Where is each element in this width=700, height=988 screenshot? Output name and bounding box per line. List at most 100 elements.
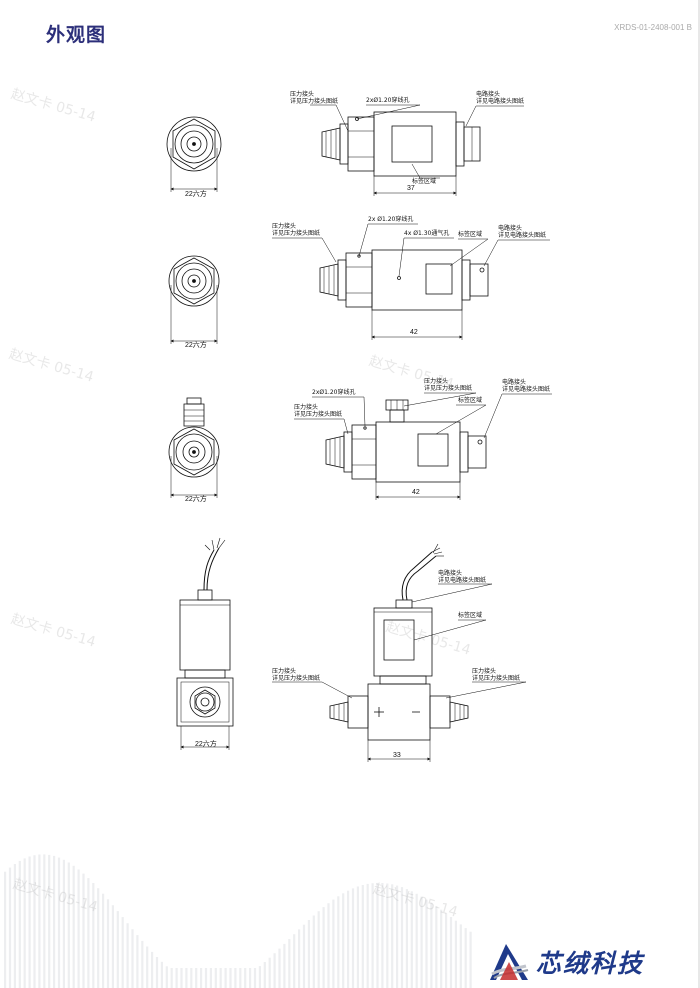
wave-bar: [190, 968, 193, 988]
view-1-circuit-note: 详见电路接头图纸: [476, 97, 524, 105]
view-3-end: [168, 397, 220, 498]
wave-bar: [170, 968, 173, 988]
view-4-pressure-right-note: 详见压力接头图纸: [472, 674, 520, 682]
wave-bar: [82, 873, 85, 988]
wave-bar: [200, 968, 203, 988]
wave-bar: [283, 943, 286, 988]
view-3-pressure-top-label: 压力接头: [424, 377, 448, 385]
wave-bar: [146, 946, 149, 988]
wave-bar: [332, 899, 335, 988]
view-3-pressure-top-note: 详见压力接头图纸: [424, 384, 472, 392]
wave-bar: [391, 884, 394, 988]
wave-bar: [23, 858, 26, 988]
wave-bar: [312, 915, 315, 988]
wave-bar: [307, 920, 310, 988]
wave-bar: [121, 917, 124, 988]
view-3-circuit-label: 电路接头: [502, 378, 526, 386]
wave-bar: [209, 968, 212, 988]
view-3-hex-label: 22六方: [185, 494, 207, 503]
wave-bar: [48, 854, 51, 988]
view-3-pressure-label: 压力接头: [294, 403, 318, 411]
wave-bar: [351, 888, 355, 988]
wave-bar: [400, 887, 404, 988]
wave-bar: [77, 869, 80, 988]
wave-bar: [278, 948, 281, 988]
wave-bar: [195, 968, 198, 988]
wave-bar: [454, 920, 457, 988]
wave-bar: [347, 890, 350, 988]
wave-bar: [405, 889, 408, 988]
document-code: XRDS-01-2408-001 B: [614, 23, 692, 32]
wave-bar: [249, 968, 252, 988]
wave-bar: [97, 888, 100, 988]
wave-bar: [204, 968, 208, 988]
wave-bar: [8, 867, 12, 988]
view-1-circuit-label: 电路接头: [476, 90, 500, 98]
wave-bar: [67, 862, 70, 988]
page-edge: [698, 0, 700, 988]
wave-bar: [415, 893, 418, 988]
wave-bar: [136, 935, 139, 988]
wave-bar: [13, 864, 16, 988]
wave-bar: [322, 907, 325, 988]
wave-bar: [141, 940, 144, 988]
wave-bar: [293, 934, 296, 988]
wave-bar: [151, 951, 154, 988]
wave-bar: [224, 968, 227, 988]
wave-bar: [92, 883, 95, 988]
brand-logo-icon: [490, 944, 529, 980]
wave-bar: [430, 902, 433, 988]
wave-bar: [155, 957, 159, 988]
view-4-pressure-left-label: 压力接头: [272, 667, 296, 675]
view-4-pressure-right-label: 压力接头: [472, 667, 496, 675]
wave-bar: [4, 871, 7, 988]
wave-bar: [298, 929, 301, 988]
wave-bar: [440, 909, 443, 988]
wave-bar: [111, 905, 114, 988]
brand-name: 芯绒科技: [536, 949, 645, 978]
wave-bar: [239, 968, 242, 988]
wave-bar: [366, 883, 369, 988]
view-4-circuit-note: 详见电路接头图纸: [438, 576, 486, 584]
view-2-pressure-note: 详见压力接头图纸: [272, 229, 320, 237]
view-2-hole-label: 2x Ø1.20穿线孔: [368, 215, 413, 223]
wave-bar: [464, 928, 467, 988]
wave-bar: [126, 923, 129, 988]
wave-bar: [396, 885, 399, 988]
wave-bar: [361, 885, 364, 988]
view-4-length: 33: [393, 752, 401, 759]
view-2-side: [272, 223, 550, 340]
view-2-circuit-label: 电路接头: [498, 224, 522, 232]
decorative-wave: [4, 854, 472, 988]
wave-bar: [376, 882, 379, 988]
view-4-pressure-left-note: 详见压力接头图纸: [272, 674, 320, 682]
wave-bar: [445, 913, 448, 988]
view-2-circuit-note: 详见电路接头图纸: [498, 231, 546, 239]
view-2-tag-label: 标签区域: [458, 230, 482, 238]
wave-bar: [425, 899, 428, 988]
brand-logo: 芯绒科技: [486, 940, 686, 984]
wave-bar: [268, 957, 271, 988]
wave-bar: [386, 883, 389, 988]
wave-bar: [33, 855, 36, 988]
wave-bar: [459, 924, 462, 988]
wave-bar: [131, 929, 134, 988]
wave-bar: [165, 966, 168, 988]
wave-bar: [435, 906, 438, 988]
wave-bar: [253, 968, 257, 988]
view-1-pressure-label: 压力接头: [290, 90, 314, 98]
wave-bar: [175, 968, 178, 988]
wave-bar: [273, 953, 276, 988]
wave-bar: [18, 860, 21, 988]
view-1-tag-label: 标签区域: [412, 177, 436, 185]
view-3-side: [294, 392, 552, 500]
wave-bar: [116, 911, 119, 988]
wave-bar: [234, 968, 237, 988]
wave-bar: [62, 859, 65, 988]
wave-bar: [106, 899, 110, 988]
wave-bar: [72, 865, 75, 988]
wave-bar: [244, 968, 247, 988]
wave-bar: [302, 924, 306, 988]
view-3-hole-label: 2xØ1.20穿线孔: [312, 388, 355, 396]
view-4-tag-label: 标签区域: [458, 611, 482, 619]
